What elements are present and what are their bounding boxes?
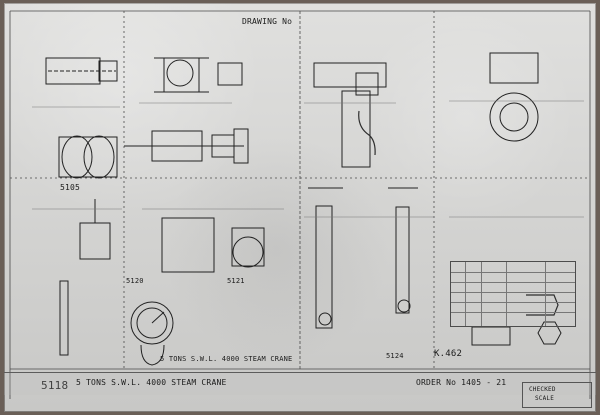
bracket-box-bottom-middle bbox=[161, 217, 215, 273]
sheet-number-5105: 5105 bbox=[60, 183, 81, 192]
stem-top-right-1 bbox=[341, 90, 371, 168]
sheet-number-5124: 5124 bbox=[386, 352, 404, 360]
valve-top-right-1 bbox=[313, 62, 387, 88]
gauge-base-left bbox=[318, 312, 332, 326]
round-flange-left-1 bbox=[61, 135, 93, 179]
hex-nut-top-view bbox=[537, 321, 562, 345]
pressure-gauge-circle bbox=[130, 301, 174, 345]
valve-small-box-top-middle bbox=[217, 62, 243, 86]
blueprint-sheet: DRAWING No 5105 5118 5120 5121 5124 5 TO… bbox=[4, 3, 596, 412]
valve-block-top-middle bbox=[163, 57, 200, 93]
valve-hole-top-middle bbox=[166, 59, 194, 87]
approval-stamp: CHECKED SCALE bbox=[522, 382, 592, 408]
round-dial-right bbox=[489, 92, 539, 142]
valve-head-right bbox=[489, 52, 539, 84]
sheet-number-5120: 5120 bbox=[126, 277, 144, 285]
reference-label: K.462 bbox=[434, 349, 463, 359]
valve-profile-curve bbox=[358, 110, 376, 156]
tall-glass-tube-left bbox=[315, 205, 333, 329]
gauge-base-right bbox=[397, 299, 411, 313]
crane-title: 5 TONS S.W.L. 4000 STEAM CRANE bbox=[76, 378, 227, 387]
small-valve-bottom-left bbox=[79, 222, 111, 260]
circle-bottom-middle bbox=[232, 236, 264, 268]
engineering-drawing bbox=[9, 10, 591, 399]
sheet-number-5121: 5121 bbox=[227, 277, 245, 285]
gauge-stem bbox=[140, 344, 165, 366]
round-flange-left-2 bbox=[83, 135, 115, 179]
hex-nut-side-view bbox=[471, 326, 511, 346]
scale-label: SCALE bbox=[535, 395, 555, 402]
sheet-number-5118: 5118 bbox=[41, 379, 69, 392]
checked-label: CHECKED bbox=[529, 386, 556, 393]
order-number: ORDER No 1405 - 21 bbox=[416, 378, 507, 387]
drawing-number-label: DRAWING No bbox=[242, 17, 293, 26]
vertical-gauge-left bbox=[59, 280, 69, 356]
tall-glass-tube-right bbox=[395, 206, 410, 314]
part-note-centre: 5 TONS S.W.L. 4000 STEAM CRANE bbox=[160, 355, 293, 363]
parts-table bbox=[450, 261, 576, 327]
title-block: 5 TONS S.W.L. 4000 STEAM CRANE ORDER No … bbox=[4, 372, 596, 395]
